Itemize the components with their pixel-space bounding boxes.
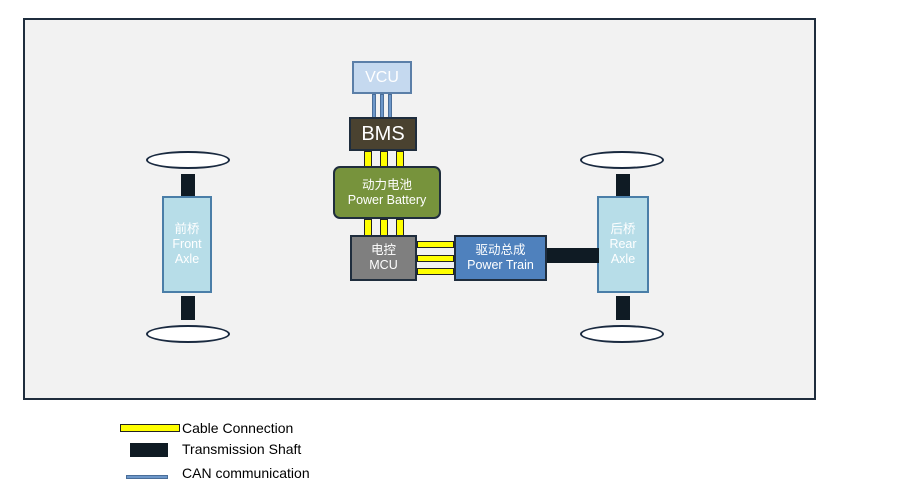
cable-mcu-powertrain-1 — [417, 241, 454, 248]
front-axle-label-cn: 前桥 — [174, 222, 200, 236]
can-line-3 — [388, 94, 392, 118]
mcu-label-cn: 电控 — [370, 243, 396, 257]
power-battery-label-en: Power Battery — [347, 192, 427, 207]
front-axle-label-en2: Axle — [174, 252, 200, 266]
rear-bottom-shaft — [616, 296, 630, 320]
rear-top-shaft — [616, 174, 630, 196]
power-battery-box: 动力电池 Power Battery — [333, 166, 441, 219]
cable-mcu-powertrain-2 — [417, 255, 454, 262]
powertrain-rear-shaft — [547, 248, 599, 263]
front-bottom-shaft — [181, 296, 195, 320]
mcu-label-en: MCU — [369, 258, 398, 272]
vcu-label: VCU — [365, 68, 399, 86]
cable-battery-mcu-1 — [364, 219, 372, 236]
front-top-wheel — [146, 151, 230, 169]
legend-cable-swatch — [120, 424, 180, 432]
rear-axle: 后桥 Rear Axle — [597, 196, 649, 293]
rear-axle-label-cn: 后桥 — [610, 222, 636, 236]
legend-shaft-swatch — [130, 443, 168, 457]
rear-top-wheel — [580, 151, 664, 169]
rear-axle-label-en2: Axle — [610, 252, 636, 266]
cable-bms-battery-3 — [396, 151, 404, 167]
bms-label: BMS — [361, 123, 405, 145]
cable-bms-battery-2 — [380, 151, 388, 167]
power-train-label-en: Power Train — [467, 258, 534, 272]
cable-mcu-powertrain-3 — [417, 268, 454, 275]
bms-box: BMS — [349, 117, 417, 151]
can-line-2 — [380, 94, 384, 118]
power-train-box: 驱动总成 Power Train — [454, 235, 547, 281]
legend-cable-label: Cable Connection — [182, 420, 294, 436]
legend-shaft-label: Transmission Shaft — [182, 441, 302, 457]
front-top-shaft — [181, 174, 195, 196]
front-axle: 前桥 Front Axle — [162, 196, 212, 293]
can-line-1 — [372, 94, 376, 118]
rear-bottom-wheel — [580, 325, 664, 343]
front-bottom-wheel — [146, 325, 230, 343]
cable-bms-battery-1 — [364, 151, 372, 167]
power-train-label-cn: 驱动总成 — [475, 243, 526, 257]
front-axle-label-en1: Front — [172, 237, 202, 251]
mcu-box: 电控 MCU — [350, 235, 417, 281]
cable-battery-mcu-2 — [380, 219, 388, 236]
rear-axle-label-en1: Rear — [609, 237, 637, 251]
vcu-box: VCU — [352, 61, 412, 94]
legend-can-label: CAN communication — [182, 465, 310, 481]
cable-battery-mcu-3 — [396, 219, 404, 236]
power-battery-label-cn: 动力电池 — [361, 177, 412, 192]
legend-can-swatch — [126, 475, 168, 479]
